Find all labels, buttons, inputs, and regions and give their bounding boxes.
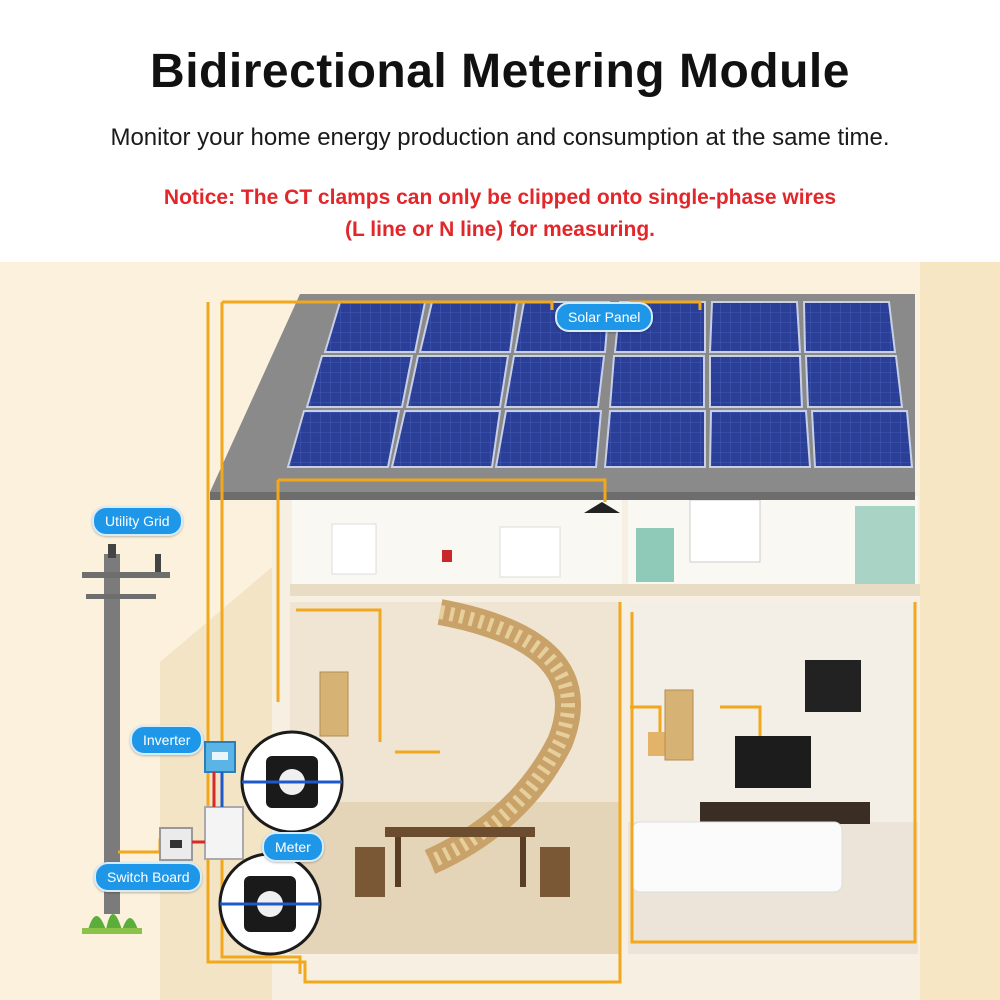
- crib: [689, 499, 761, 563]
- switch-board-icon: [159, 827, 193, 861]
- red-decor: [442, 550, 452, 562]
- tv: [735, 736, 811, 788]
- window-right: [664, 689, 694, 761]
- side-wall: [920, 262, 1000, 1000]
- chair: [355, 847, 385, 897]
- notice-line-1: Notice: The CT clamps can only be clippe…: [163, 186, 837, 209]
- page-title: Bidirectional Metering Module: [150, 45, 850, 98]
- ct-clamp-icon: [218, 852, 322, 956]
- armchair: [331, 523, 377, 575]
- table-leg: [520, 837, 526, 887]
- meter-icon: [204, 806, 244, 860]
- meter-wires: [192, 772, 224, 844]
- page-subtitle: Monitor your home energy production and …: [110, 124, 890, 151]
- window-left: [319, 671, 349, 737]
- notice-text: Notice: The CT clamps can only be clippe…: [0, 182, 1000, 246]
- armchair-2: [499, 526, 561, 578]
- ct-clamp-icon: [240, 730, 344, 834]
- plant-icon: [82, 914, 142, 934]
- roof-edge: [210, 492, 915, 500]
- solar-panel-label: Solar Panel: [555, 302, 654, 332]
- inverter-icon: [204, 741, 236, 773]
- switch-board-label: Switch Board: [94, 862, 203, 892]
- wardrobe: [855, 506, 915, 584]
- house-diagram: Solar Panel Utility Grid Inverter Meter …: [0, 262, 1000, 1000]
- table-leg: [395, 837, 401, 887]
- sofa: [631, 821, 843, 893]
- house-illustration: [82, 262, 1000, 1000]
- floor-slab: [290, 584, 920, 596]
- chair: [540, 847, 570, 897]
- header: Bidirectional Metering Module Monitor yo…: [0, 0, 1000, 262]
- meter-label: Meter: [262, 832, 324, 862]
- dining-floor: [290, 802, 620, 954]
- wall-art: [805, 660, 861, 712]
- inverter-label: Inverter: [130, 725, 204, 755]
- notice-line-2: (L line or N line) for measuring.: [345, 218, 655, 241]
- dining-table: [385, 827, 535, 837]
- floor-lamp: [584, 502, 620, 513]
- shelf: [636, 528, 674, 582]
- utility-pole-icon: [82, 544, 170, 914]
- utility-grid-label: Utility Grid: [92, 506, 183, 536]
- tv-stand: [700, 802, 870, 824]
